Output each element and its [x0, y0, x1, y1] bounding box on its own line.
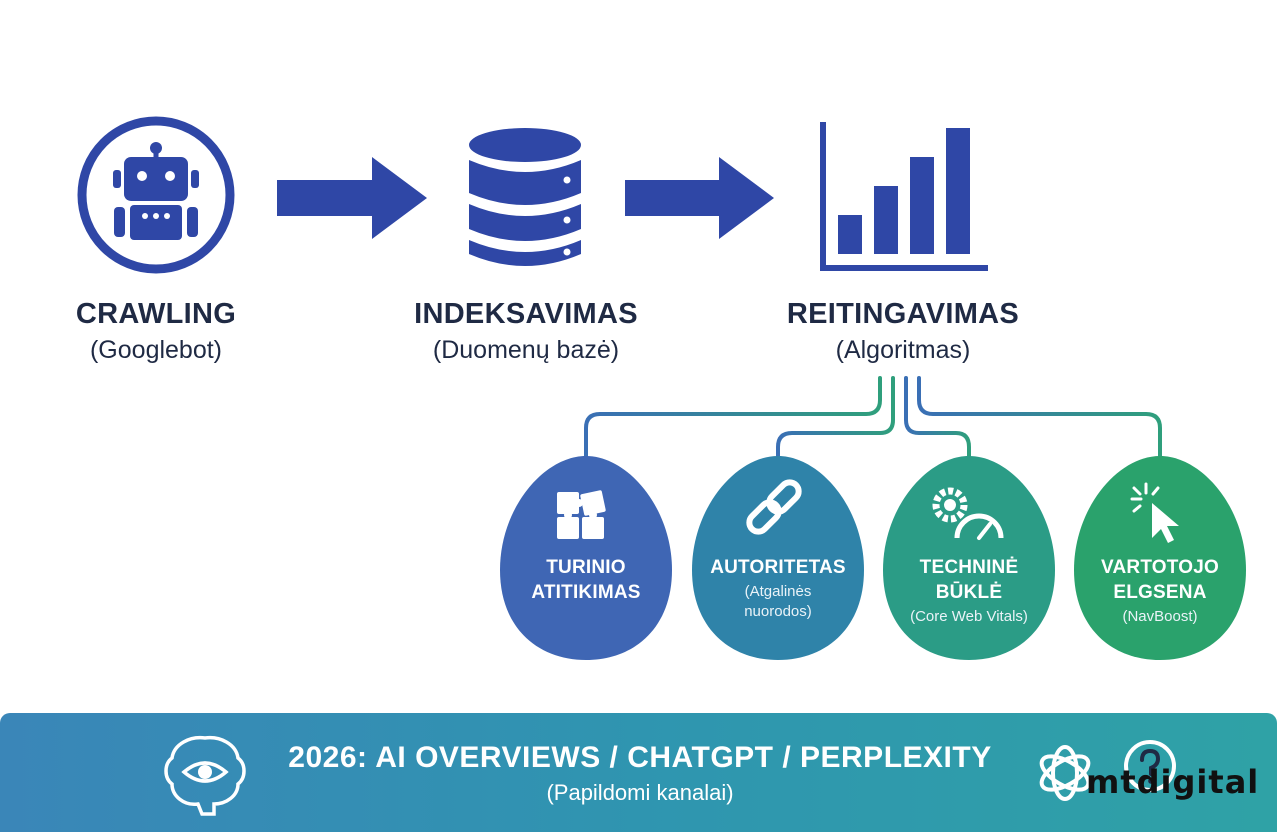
step-reitingavimas: REITINGAVIMAS (Algoritmas) [743, 296, 1063, 366]
factor-title-line1: TURINIO [546, 557, 626, 578]
link-icon [746, 479, 802, 535]
factor-subtitle-line2: nuorodos) [744, 603, 812, 620]
footer-subtitle: (Papildomi kanalai) [546, 780, 734, 805]
robot-icon [77, 116, 235, 274]
bar-chart-icon [820, 122, 988, 271]
step-subtitle: (Googlebot) [89, 336, 223, 364]
step-title: INDEKSAVIMAS [414, 298, 638, 330]
brain-eye-icon [164, 735, 246, 816]
step-title: REITINGAVIMAS [786, 298, 1020, 330]
step-crawling: CRAWLING (Googlebot) [0, 296, 316, 366]
step-subtitle: (Duomenų bazė) [432, 336, 620, 364]
flow-arrow-1 [277, 157, 427, 239]
cursor-click-icon [1130, 482, 1179, 543]
factor-title-line2: BŪKLĖ [935, 582, 1003, 603]
puzzle-icon [557, 490, 606, 539]
factor-blob-3 [883, 456, 1055, 660]
flow-arrow-2 [625, 157, 774, 239]
factor-technine-bukle: TECHNINĖ BŪKLĖ (Core Web Vitals) [889, 555, 1049, 627]
brand-logo: mtdigital [1086, 763, 1260, 801]
perplexity-icon [1124, 740, 1176, 792]
factor-title-line1: AUTORITETAS [710, 557, 846, 578]
gear-gauge-icon [932, 487, 1004, 540]
factor-subtitle-line1: (Core Web Vitals) [910, 608, 1028, 625]
factor-autoritetas: AUTORITETAS (Atgalinės nuorodos) [698, 555, 858, 622]
factor-turinio-atitikimas: TURINIO ATITIKIMAS [506, 555, 666, 605]
factor-title-line2: ELGSENA [1113, 582, 1207, 603]
step-title: CRAWLING [75, 298, 237, 330]
step-subtitle: (Algoritmas) [835, 336, 971, 364]
database-icon [469, 128, 581, 266]
factor-blob-4 [1074, 456, 1246, 660]
factor-vartotojo-elgsena: VARTOTOJO ELGSENA (NavBoost) [1080, 555, 1240, 627]
factor-blob-2 [692, 456, 864, 660]
factor-title-line2: ATITIKIMAS [531, 582, 641, 603]
openai-icon [1039, 745, 1091, 801]
factor-subtitle-line1: (NavBoost) [1122, 608, 1198, 625]
branch-connectors [584, 376, 1162, 464]
factor-blob-1 [500, 456, 672, 660]
factor-subtitle-line1: (Atgalinės [744, 583, 812, 600]
factor-title-line1: VARTOTOJO [1101, 557, 1219, 578]
factor-title-line1: TECHNINĖ [919, 557, 1019, 578]
footer-title: 2026: AI OVERVIEWS / CHATGPT / PERPLEXIT… [288, 741, 992, 774]
step-indeksavimas: INDEKSAVIMAS (Duomenų bazė) [366, 296, 686, 366]
